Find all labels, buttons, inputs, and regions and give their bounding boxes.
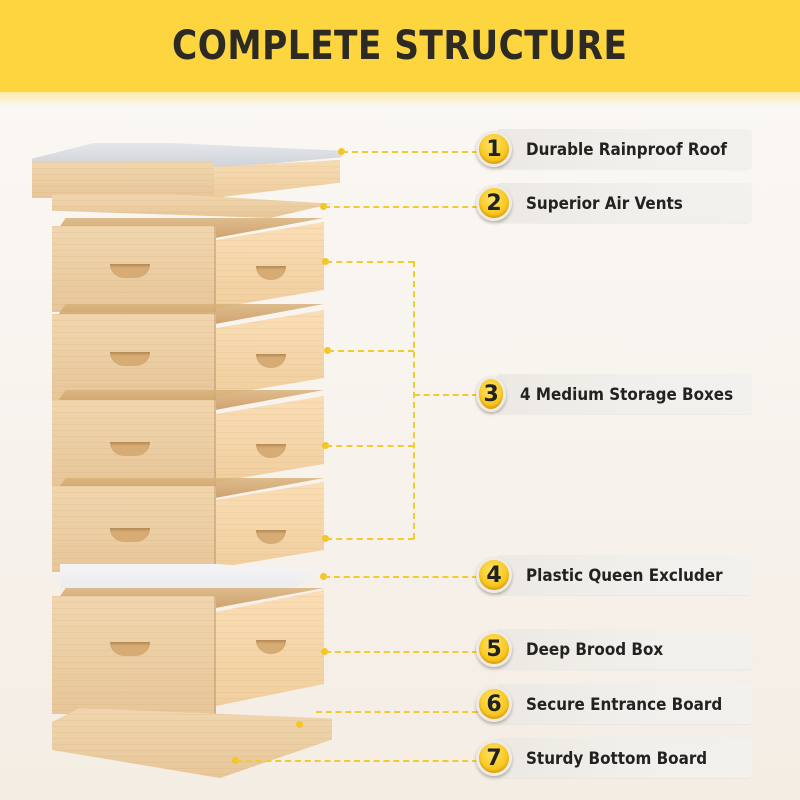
bottom-board [52,708,332,778]
connector-dot [232,757,239,764]
number-badge: 5 [476,631,512,667]
label-background [496,374,752,414]
number-badge: 2 [476,185,512,221]
label-background [496,629,752,669]
handle-icon [110,352,150,366]
number-badge: 4 [476,557,512,593]
handle-icon [256,444,286,458]
connector-dot [324,347,331,354]
handle-icon [256,266,286,280]
number-badge: 6 [476,686,512,722]
page-title: COMPLETE STRUCTURE [172,23,628,69]
connector-bracket-3 [413,261,415,539]
connector-dot [296,721,303,728]
handle-icon [110,642,150,656]
connector-line-3d [326,538,414,540]
feature-label-2: 2 Superior Air Vents [476,183,752,223]
connector-line-7 [236,760,478,762]
handle-icon [110,528,150,542]
feature-text: Durable Rainproof Roof [526,139,727,159]
feature-label-4: 4 Plastic Queen Excluder [476,555,752,595]
feature-text: Secure Entrance Board [526,694,723,714]
handle-icon [110,442,150,456]
connector-line-6 [316,711,478,713]
handle-icon [110,264,150,278]
connector-dot [338,148,345,155]
header-banner: COMPLETE STRUCTURE [0,0,800,106]
feature-label-6: 6 Secure Entrance Board [476,684,752,724]
connector-line-4 [324,576,478,578]
number-badge: 1 [476,131,512,167]
feature-text: Sturdy Bottom Board [526,748,708,768]
connector-dot [322,535,329,542]
number-badge: 3 [476,376,507,412]
medium-box-3-side [216,396,324,482]
feature-label-3: 3 4 Medium Storage Boxes [476,374,752,414]
feature-label-1: 1 Durable Rainproof Roof [476,129,752,169]
connector-dot [322,442,329,449]
medium-box-4-side [216,482,324,568]
label-background [496,129,752,169]
handle-icon [256,354,286,368]
number-badge: 7 [476,740,512,776]
handle-icon [256,530,286,544]
feature-label-7: 7 Sturdy Bottom Board [476,738,752,778]
connector-line-3c [326,445,414,447]
connector-line-3a [326,261,414,263]
inner-cover [52,194,332,218]
medium-box-2-side [216,310,324,396]
feature-text: Plastic Queen Excluder [526,565,723,585]
feature-text: Deep Brood Box [526,639,664,659]
feature-label-5: 5 Deep Brood Box [476,629,752,669]
label-background [496,555,752,595]
connector-line-5 [325,651,478,653]
connector-dot [320,573,327,580]
label-background [496,684,752,724]
connector-line-2 [324,206,478,208]
connector-line-3 [414,394,478,396]
feature-text: Superior Air Vents [526,193,683,213]
connector-line-1 [342,151,478,153]
roof-wood-front [32,162,214,198]
label-background [496,738,752,778]
connector-line-3b [328,350,414,352]
connector-dot [322,258,329,265]
medium-box-1-side [216,222,324,308]
handle-icon [256,640,286,654]
connector-dot [321,648,328,655]
queen-excluder [60,564,320,588]
label-background [496,183,752,223]
connector-dot [320,203,327,210]
feature-text: 4 Medium Storage Boxes [520,384,734,404]
